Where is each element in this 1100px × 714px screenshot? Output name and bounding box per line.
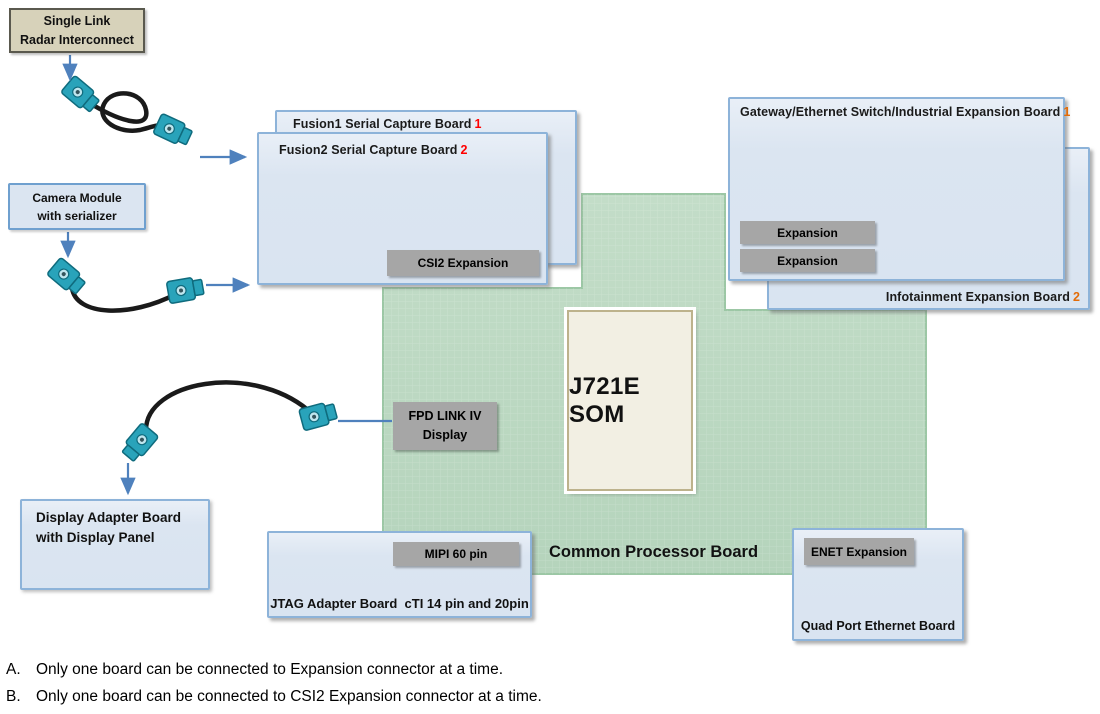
gateway-title: Gateway/Ethernet Switch/Industrial Expan…: [740, 105, 1070, 119]
csi2-expansion-label: CSI2 Expansion: [417, 256, 509, 270]
csi2-expansion-connector: CSI2 Expansion: [387, 250, 539, 276]
display-adapter-text: Display Adapter Board with Display Panel: [22, 501, 208, 547]
fakra-connector-icon: [152, 112, 195, 149]
infotainment-title-text: Infotainment Expansion Board: [885, 290, 1070, 304]
camera-box-line1: Camera Module: [32, 190, 122, 205]
quad-port-board-label: Quad Port Ethernet Board: [800, 619, 956, 633]
fpd-label-line1: FPD LINK IV: [408, 408, 482, 423]
radar-interconnect-box: Single Link Radar Interconnect: [9, 8, 145, 53]
enet-expansion-connector: ENET Expansion: [804, 538, 914, 565]
fakra-connector-icon: [165, 275, 206, 305]
common-processor-board-label: Common Processor Board: [549, 543, 759, 561]
camera-box-line2: with serializer: [37, 208, 117, 223]
j721e-som-label: J721E SOM: [569, 372, 640, 428]
radar-box-line2: Radar Interconnect: [20, 32, 134, 47]
expansion-top-label: Expansion: [777, 225, 838, 240]
fpd-label-line2: Display: [422, 428, 468, 442]
expansion-connector-top: Expansion: [740, 221, 875, 244]
gateway-title-text: Gateway/Ethernet Switch/Industrial Expan…: [740, 105, 1061, 119]
camera-module-box: Camera Module with serializer: [8, 183, 146, 230]
footnote-b-marker: B.: [6, 688, 21, 705]
footnote-a-text: Only one board can be connected to Expan…: [36, 661, 504, 678]
mipi-60pin-label: MIPI 60 pin: [424, 547, 488, 561]
footnote-b-text: Only one board can be connected to CSI2 …: [36, 688, 542, 705]
camera-cable: [69, 285, 179, 313]
quad-port-ethernet-board: ENET Expansion Quad Port Ethernet Board: [792, 528, 964, 641]
fakra-connector-icon: [45, 256, 89, 298]
footnote-a-marker: A.: [6, 661, 21, 678]
jtag-adapter-board: MIPI 60 pin JTAG Adapter Board cTI 14 pi…: [267, 531, 532, 618]
fusion1-number: 1: [474, 117, 482, 131]
radar-box-line1: Single Link: [43, 14, 111, 29]
radar-cable: [85, 91, 167, 133]
fpd-link-display-connector: FPD LINK IV Display: [393, 402, 497, 450]
enet-expansion-label: ENET Expansion: [810, 544, 908, 559]
mipi-60pin-connector: MIPI 60 pin: [393, 542, 519, 566]
jtag-board-label: JTAG Adapter Board cTI 14 pin and 20pin: [270, 596, 529, 611]
fusion2-title-text: Fusion2 Serial Capture Board: [279, 143, 458, 157]
infotainment-number: 2: [1072, 290, 1080, 304]
footnote-a: A. Only one board can be connected to Ex…: [6, 661, 503, 679]
fakra-connector-icon: [118, 421, 160, 465]
gateway-board: Gateway/Ethernet Switch/Industrial Expan…: [728, 97, 1070, 281]
gateway-number: 1: [1063, 105, 1071, 119]
display-adapter-line1: Display Adapter Board: [36, 510, 182, 525]
fusion1-title-text: Fusion1 Serial Capture Board: [293, 117, 472, 131]
j721e-som-box: J721E SOM: [567, 310, 693, 491]
display-cable: [143, 380, 311, 433]
footnote-b: B. Only one board can be connected to CS…: [6, 688, 542, 706]
display-adapter-line2: with Display Panel: [36, 529, 155, 545]
fusion2-number: 2: [460, 143, 468, 157]
display-adapter-board: Display Adapter Board with Display Panel: [20, 499, 210, 590]
expansion-bottom-label: Expansion: [777, 253, 838, 268]
expansion-connector-bottom: Expansion: [740, 249, 875, 272]
